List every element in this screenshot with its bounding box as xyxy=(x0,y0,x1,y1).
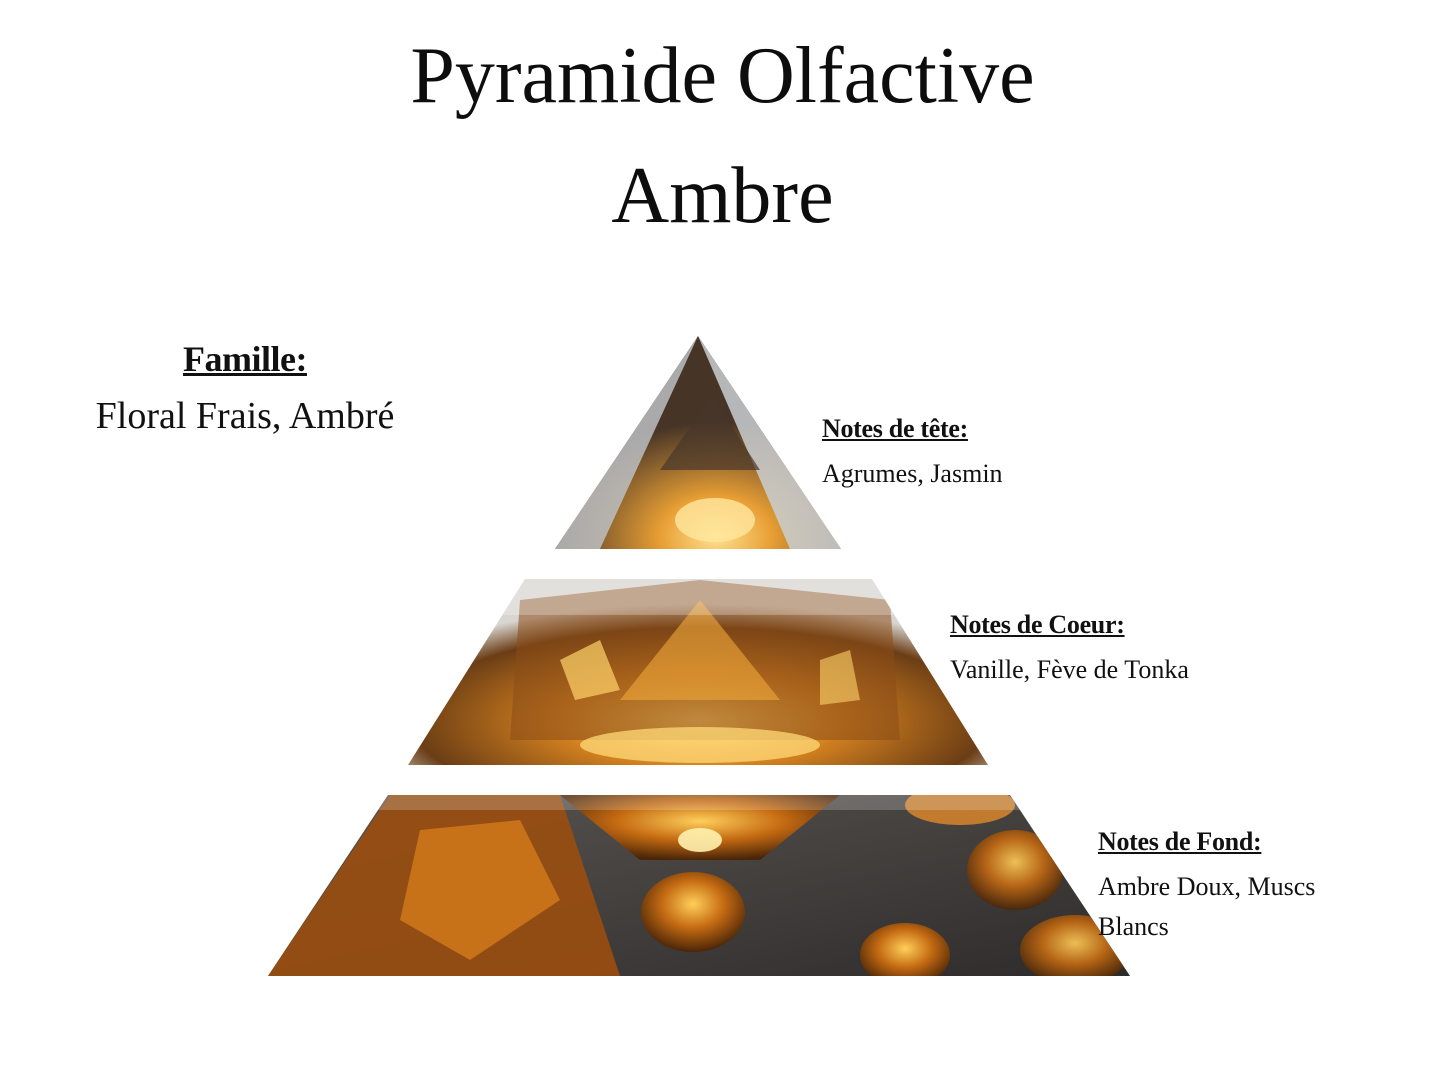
pyramid-tier-top xyxy=(555,336,841,549)
notes-top-label: Notes de tête: xyxy=(822,414,968,443)
notes-base: Notes de Fond: Ambre Doux, Muscs Blancs xyxy=(1098,827,1388,947)
notes-top-value: Agrumes, Jasmin xyxy=(822,459,1003,488)
notes-base-label: Notes de Fond: xyxy=(1098,827,1262,856)
title-line-1: Pyramide Olfactive xyxy=(410,32,1035,120)
notes-heart-label: Notes de Coeur: xyxy=(950,610,1125,639)
notes-heart-value: Vanille, Fève de Tonka xyxy=(950,655,1189,684)
notes-heart: Notes de Coeur: Vanille, Fève de Tonka xyxy=(950,610,1189,690)
family-value: Floral Frais, Ambré xyxy=(95,394,395,437)
family-block: Famille: Floral Frais, Ambré xyxy=(40,339,450,438)
notes-base-value: Ambre Doux, Muscs Blancs xyxy=(1098,872,1316,941)
pyramid-tier-middle xyxy=(408,579,988,765)
title-line-2: Ambre xyxy=(611,152,834,240)
notes-top: Notes de tête: Agrumes, Jasmin xyxy=(822,414,1003,494)
family-label: Famille: xyxy=(183,339,307,379)
pyramid-tier-bottom xyxy=(268,795,1130,976)
